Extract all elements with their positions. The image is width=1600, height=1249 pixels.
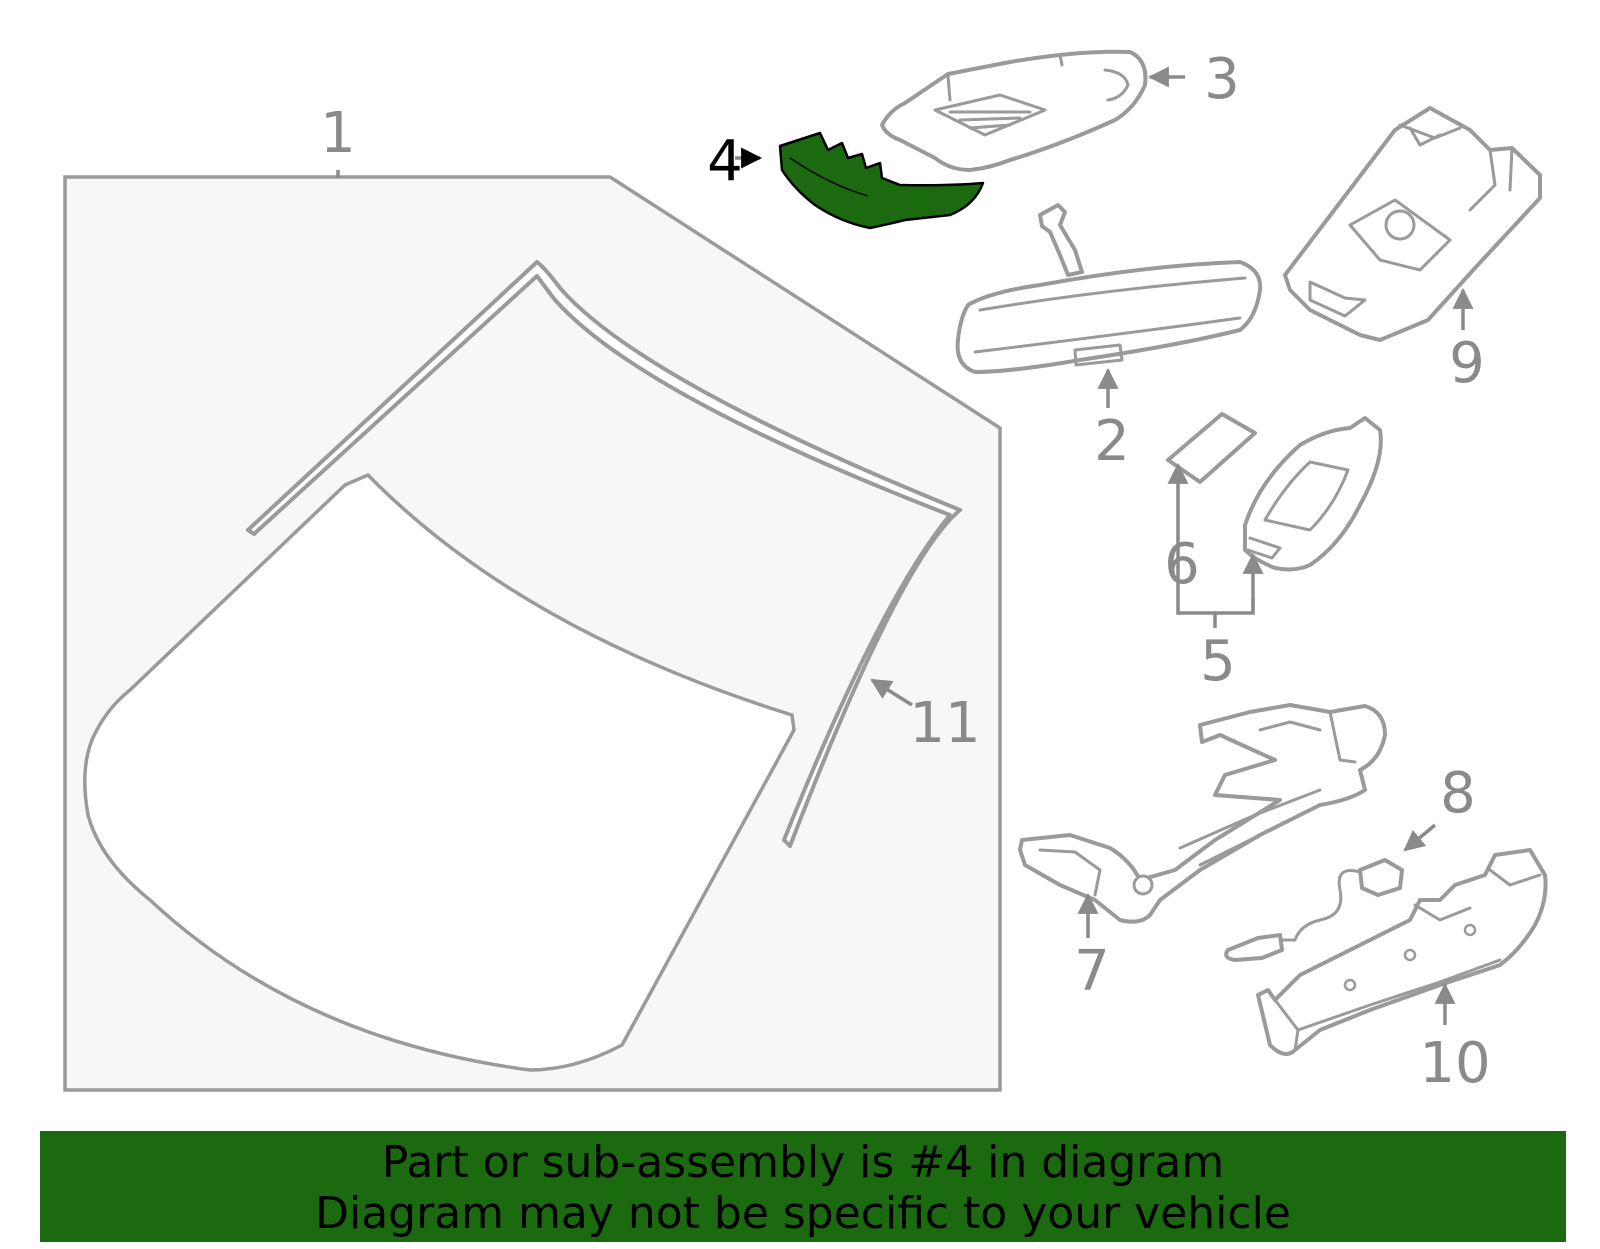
banner-line-2: Diagram may not be specific to your vehi…: [315, 1188, 1291, 1239]
callout-3: 3: [1204, 47, 1240, 112]
callout-6: 6: [1164, 532, 1200, 597]
callout-8: 8: [1440, 761, 1476, 826]
bracket-assembly: [1018, 703, 1387, 924]
rear-view-mirror: [955, 203, 1263, 374]
wire-harness: [1224, 858, 1404, 962]
sensor-bracket: [1283, 106, 1542, 342]
callout-7: 7: [1074, 939, 1110, 1004]
callout-2: 2: [1094, 409, 1130, 474]
part-4-cover-highlight: [778, 131, 985, 230]
callout-9: 9: [1449, 331, 1485, 396]
sensor-module: [1243, 416, 1383, 572]
windshield-glass: [83, 473, 796, 1072]
leader-lines: [735, 66, 1474, 1025]
rail-bracket: [1256, 848, 1548, 1056]
info-banner: Part or sub-assembly is #4 in diagram Di…: [40, 1131, 1566, 1242]
callout-10: 10: [1419, 1031, 1490, 1096]
callout-1: 1: [320, 101, 356, 166]
callout-11: 11: [909, 691, 980, 756]
callout-5: 5: [1200, 629, 1236, 694]
callout-4: 4: [707, 129, 743, 194]
windshield-molding: [246, 260, 962, 848]
overhead-console-housing: [880, 49, 1148, 172]
adhesive-pad: [1166, 412, 1257, 484]
banner-line-1: Part or sub-assembly is #4 in diagram: [381, 1137, 1225, 1188]
